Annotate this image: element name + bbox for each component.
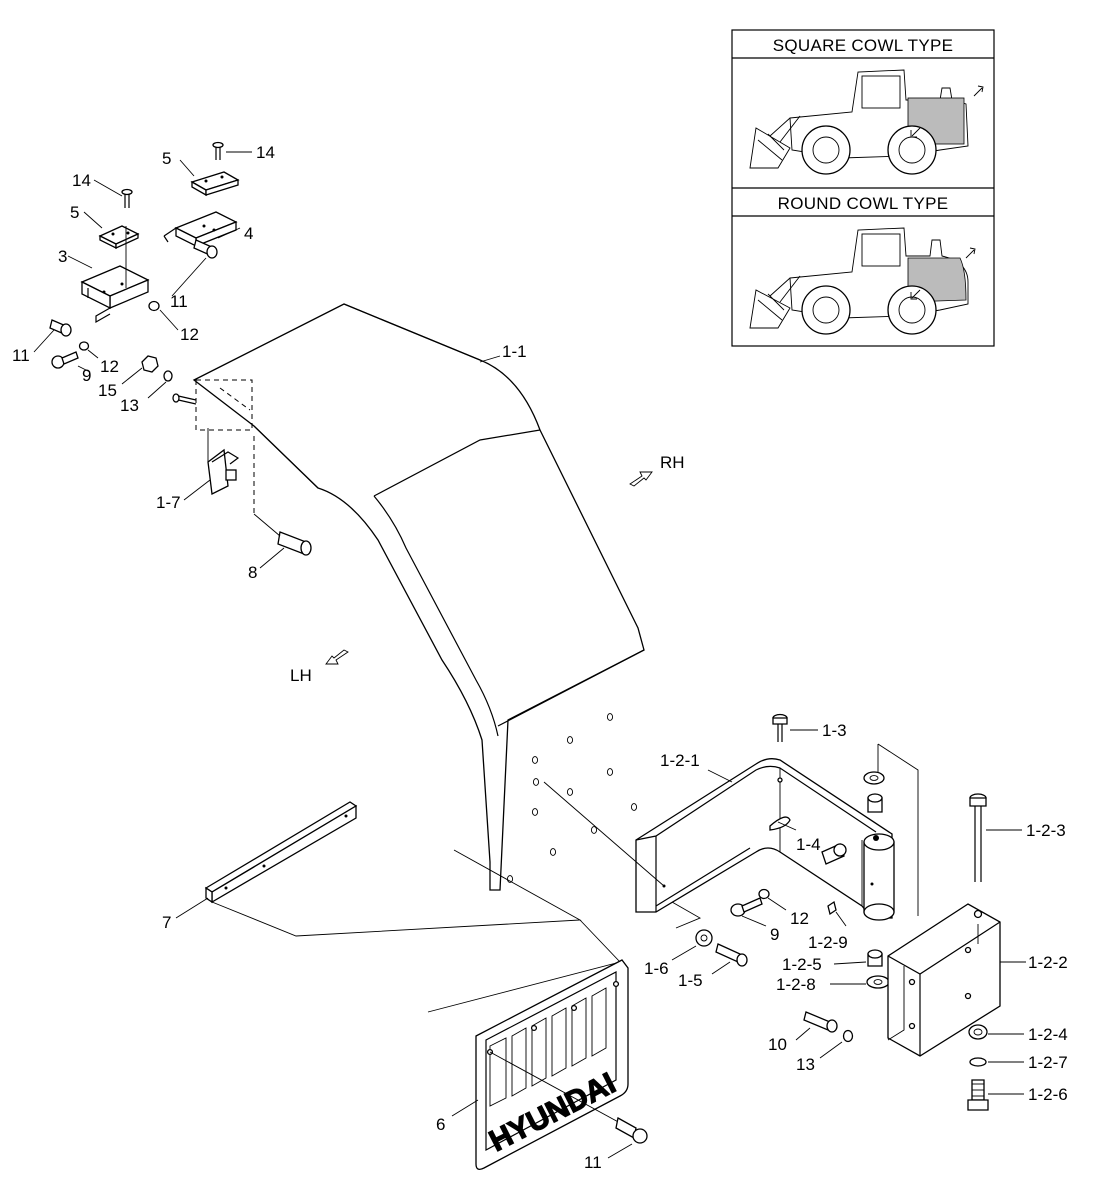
bolt-9-upper [51, 351, 79, 369]
rubber-block-1-7 [207, 428, 240, 495]
callout-14: 14 [72, 171, 91, 190]
square-cowl-loader-illustration [749, 69, 984, 175]
callout-9: 9 [82, 366, 91, 385]
round-cowl-loader-illustration [749, 227, 976, 335]
callout-1-1: 1-1 [502, 342, 527, 361]
rh-arrow-icon [629, 471, 653, 487]
screw-14-upper [212, 141, 224, 160]
washer-1-2-8 [866, 975, 890, 989]
callout-1-2-5: 1-2-5 [782, 955, 822, 974]
callout-6: 6 [436, 1115, 445, 1134]
callout-1-2-2: 1-2-2 [1028, 953, 1068, 972]
callout-9: 9 [770, 925, 779, 944]
bracket-1-2-1 [543, 758, 895, 929]
bolt-10 [803, 1011, 838, 1033]
screw-14-lower [121, 188, 133, 208]
cowl-type-inset: SQUARE COWL TYPE ROUND COWL TYPE [731, 29, 995, 347]
washer-1-6 [695, 929, 713, 947]
washer-13-upper [163, 370, 173, 382]
lh-arrow-icon [325, 649, 349, 665]
callout-1-2-1: 1-2-1 [660, 751, 700, 770]
nut-12-upper [148, 300, 160, 312]
strip-7 [204, 801, 582, 937]
grease-nipple-1-2-9 [827, 900, 837, 916]
washer-1-2-4 [968, 1024, 988, 1040]
bracket-plate-1-2-2 [887, 903, 1001, 1057]
callout-1-2-9: 1-2-9 [808, 933, 848, 952]
callout-1-6: 1-6 [644, 959, 669, 978]
washer-top [863, 771, 885, 785]
bolt-13-stud [172, 393, 197, 405]
callout-8: 8 [248, 563, 257, 582]
callout-1-3: 1-3 [822, 721, 847, 740]
lh-direction: LH [290, 649, 349, 685]
round-cowl-arrow-icon [965, 247, 976, 259]
round-cowl-title: ROUND COWL TYPE [778, 194, 949, 213]
callout-11: 11 [584, 1153, 602, 1172]
callout-1-2-8: 1-2-8 [776, 975, 816, 994]
washer-1-2-7 [969, 1057, 987, 1067]
callout-3: 3 [58, 247, 67, 266]
square-cowl-arrow-icon [973, 85, 984, 97]
bolt-1-2-6 [967, 1079, 989, 1111]
callout-1-2-6: 1-2-6 [1028, 1085, 1068, 1104]
plate-5-upper [190, 171, 240, 197]
pin-cylinder [821, 843, 847, 865]
bolt-1-3 [772, 713, 788, 742]
nut-15 [141, 355, 159, 373]
leader-lines [33, 151, 1026, 1159]
callout-1-7: 1-7 [156, 493, 181, 512]
callout-11: 11 [170, 292, 188, 311]
callout-1-2-7: 1-2-7 [1028, 1053, 1068, 1072]
split-pin-1-4 [769, 816, 791, 831]
bolt-11-lower [489, 1051, 648, 1144]
bolt-11-upper [193, 239, 218, 259]
bolt-11-left [49, 319, 72, 337]
bracket-3 [80, 226, 150, 324]
nut-12-right [758, 888, 770, 900]
washer-13-lower [842, 1029, 854, 1043]
callout-labels: 14 5 14 5 4 3 11 12 11 12 9 15 13 1-1 1-… [12, 143, 1068, 1172]
callout-14: 14 [256, 143, 275, 162]
rh-label: RH [660, 453, 685, 472]
callout-7: 7 [162, 913, 171, 932]
callout-12: 12 [100, 357, 119, 376]
bushing-top [867, 793, 883, 813]
plate-5-lower [98, 225, 140, 250]
callout-1-5: 1-5 [678, 971, 703, 990]
pin-8 [253, 513, 312, 556]
callout-13: 13 [796, 1055, 815, 1074]
mud-flap-6: HYUNDAI [427, 919, 629, 1170]
fender-panel [192, 303, 645, 891]
callout-10: 10 [768, 1035, 787, 1054]
bracket-4 [163, 211, 238, 248]
square-cowl-title: SQUARE COWL TYPE [773, 36, 954, 55]
callout-11: 11 [12, 346, 30, 365]
callout-1-2-4: 1-2-4 [1028, 1025, 1068, 1044]
rh-direction: RH [629, 453, 685, 487]
callout-5: 5 [162, 149, 171, 168]
callout-13: 13 [120, 396, 139, 415]
callout-4: 4 [244, 224, 253, 243]
callout-1-4: 1-4 [796, 835, 821, 854]
nut-12-lower [78, 341, 90, 351]
long-bolt-1-2-3 [969, 793, 987, 882]
lh-label: LH [290, 666, 312, 685]
bushing-1-2-5 [867, 949, 883, 967]
bolt-9-lower [730, 897, 763, 917]
callout-15: 15 [98, 381, 117, 400]
callout-12: 12 [790, 909, 809, 928]
callout-12: 12 [180, 325, 199, 344]
callout-1-2-3: 1-2-3 [1026, 821, 1066, 840]
bolt-1-5 [715, 943, 748, 967]
callout-5: 5 [70, 203, 79, 222]
